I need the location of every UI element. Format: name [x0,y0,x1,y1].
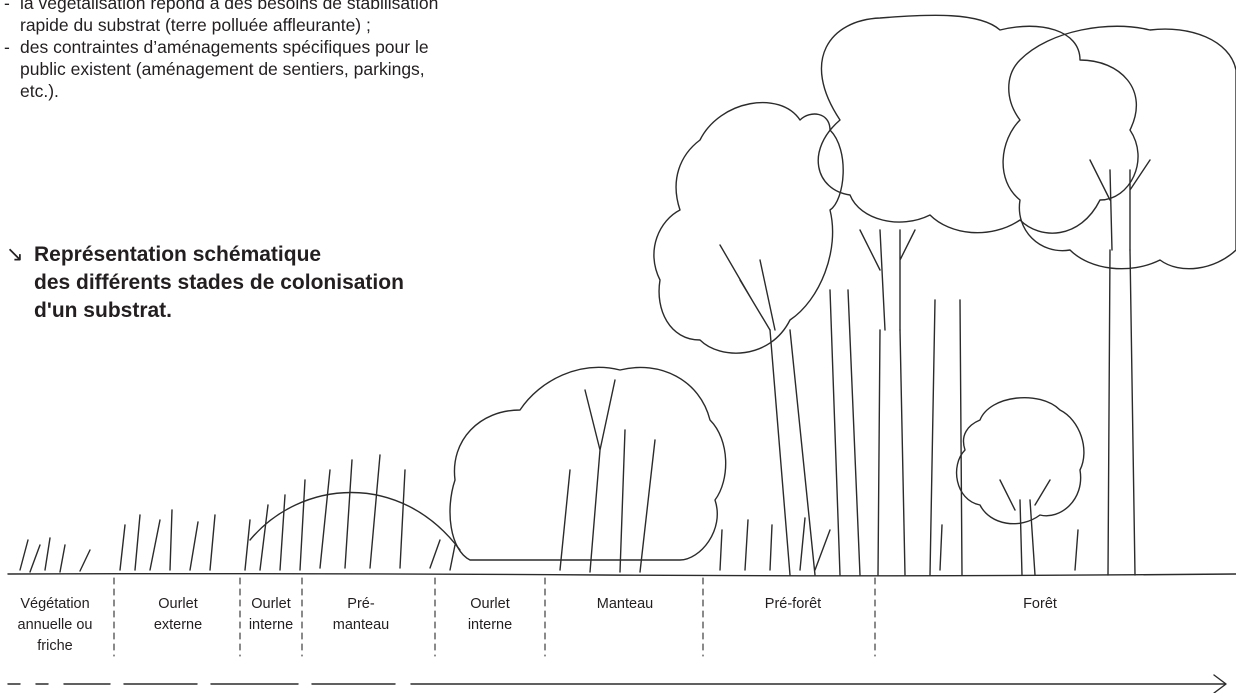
stage-label-line: Ourlet [128,594,228,615]
stage-label: Ourlet interne [242,594,300,636]
stage-label-line: interne [440,615,540,636]
stage-label-line: Ourlet [440,594,540,615]
stage-label: Pré- manteau [312,594,410,636]
stage-label: Ourlet externe [128,594,228,636]
stage-label: Ourlet interne [440,594,540,636]
shrub-mantle-icon [450,367,726,560]
tree-canopy-icon [818,15,1138,233]
stage-label-line: interne [242,615,300,636]
small-tree-trunk-icon [1000,480,1050,575]
forest-trunks-icon [720,160,1150,575]
tree-canopy-icon [1003,26,1236,268]
stage-label: Végétation annuelle ou friche [2,594,108,657]
shrub-stems-icon [560,380,655,572]
tree-canopy-icon [654,103,843,354]
stage-label-line: Végétation [2,594,108,615]
succession-arrow-icon [8,675,1226,693]
fern-icon [720,518,1078,570]
stage-label: Forêt [990,594,1090,615]
stage-label: Pré-forêt [738,594,848,615]
stage-label-line: Manteau [575,594,675,615]
stage-label-line: friche [2,636,108,657]
stage-label-line: Pré-forêt [738,594,848,615]
stage-label-line: Forêt [990,594,1090,615]
stage-label-line: manteau [312,615,410,636]
stage-label-line: externe [128,615,228,636]
herb-layer-icon [20,455,460,572]
stage-label: Manteau [575,594,675,615]
ground-line [8,574,1236,576]
stage-label-line: Pré- [312,594,410,615]
stage-label-line: Ourlet [242,594,300,615]
stage-label-line: annuelle ou [2,615,108,636]
